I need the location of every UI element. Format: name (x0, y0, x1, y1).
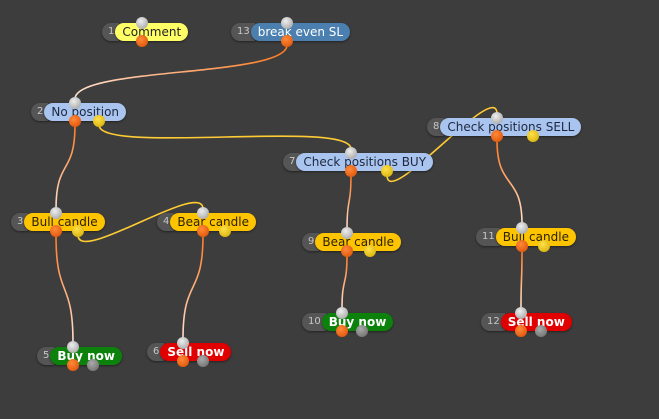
input-port[interactable] (515, 307, 527, 319)
node-label: break even SL (250, 23, 351, 41)
input-port[interactable] (50, 207, 62, 219)
output-port-true[interactable] (491, 130, 503, 142)
wire-11-to-12 (520, 249, 523, 310)
wire-2-to-7 (98, 124, 352, 150)
node-number: 9 (302, 233, 320, 251)
output-port-none[interactable] (87, 359, 99, 371)
wire-8-to-11 (496, 139, 523, 225)
node-label: Buy now (50, 347, 122, 365)
output-port-true[interactable] (516, 240, 528, 252)
output-port-false[interactable] (527, 130, 539, 142)
output-port-true[interactable] (281, 35, 293, 47)
node-number: 4 (157, 213, 175, 231)
output-port-true[interactable] (136, 35, 148, 47)
wire-4-to-6 (182, 234, 204, 340)
input-port[interactable] (345, 147, 357, 159)
output-port-true[interactable] (177, 355, 189, 367)
node-number: 1 (102, 23, 120, 41)
wire-7-to-9 (346, 174, 352, 230)
output-port-true[interactable] (69, 115, 81, 127)
node-number: 2 (31, 103, 49, 121)
wire-13-to-2 (74, 44, 288, 100)
node-label: Sell now (160, 343, 232, 361)
output-port-none[interactable] (535, 325, 547, 337)
node-number: 3 (11, 213, 29, 231)
output-port-true[interactable] (345, 165, 357, 177)
node-label: Check positions SELL (440, 118, 582, 136)
output-port-true[interactable] (197, 225, 209, 237)
input-port[interactable] (341, 227, 353, 239)
input-port[interactable] (69, 97, 81, 109)
node-label: No position (44, 103, 127, 121)
node-label: Bull candle (495, 228, 576, 246)
input-port[interactable] (281, 17, 293, 29)
wire-3-to-4 (77, 201, 204, 243)
output-port-true[interactable] (336, 325, 348, 337)
output-port-false[interactable] (219, 225, 231, 237)
node-number: 10 (302, 313, 326, 331)
output-port-false[interactable] (538, 240, 550, 252)
wire-2-to-3 (55, 124, 76, 210)
wire-3-to-5 (55, 234, 74, 344)
input-port[interactable] (197, 207, 209, 219)
node-label: Bull candle (24, 213, 105, 231)
node-label: Bear candle (170, 213, 256, 231)
output-port-true[interactable] (515, 325, 527, 337)
wire-7-to-8 (386, 106, 498, 183)
input-port[interactable] (516, 222, 528, 234)
node-label: Comment (115, 23, 189, 41)
node-number: 6 (147, 343, 165, 361)
wire-9-to-10 (341, 254, 348, 310)
input-port[interactable] (136, 17, 148, 29)
node-number: 8 (427, 118, 445, 136)
output-port-none[interactable] (197, 355, 209, 367)
output-port-true[interactable] (50, 225, 62, 237)
input-port[interactable] (177, 337, 189, 349)
node-number: 12 (481, 313, 505, 331)
output-port-false[interactable] (381, 165, 393, 177)
node-number: 7 (283, 153, 301, 171)
output-port-false[interactable] (72, 225, 84, 237)
output-port-true[interactable] (341, 245, 353, 257)
output-port-false[interactable] (364, 245, 376, 257)
node-label: Bear candle (315, 233, 401, 251)
node-label: Check positions BUY (296, 153, 434, 171)
output-port-false[interactable] (93, 115, 105, 127)
node-number: 11 (476, 228, 500, 246)
input-port[interactable] (491, 112, 503, 124)
node-number: 13 (231, 23, 255, 41)
input-port[interactable] (67, 341, 79, 353)
output-port-true[interactable] (67, 359, 79, 371)
input-port[interactable] (336, 307, 348, 319)
node-number: 5 (37, 347, 55, 365)
output-port-none[interactable] (356, 325, 368, 337)
